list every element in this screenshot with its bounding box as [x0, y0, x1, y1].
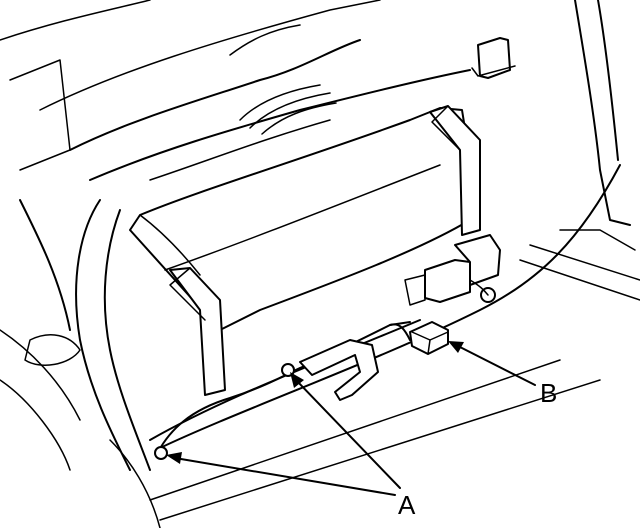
- connector-b: [409, 321, 449, 355]
- clip-point-a-1: [154, 446, 168, 460]
- wire-harness: [149, 164, 621, 453]
- callout-label-b: B: [540, 378, 557, 408]
- callout-leaders: [166, 341, 536, 496]
- airbag-module: [129, 105, 501, 396]
- callout-label-a: A: [398, 490, 416, 520]
